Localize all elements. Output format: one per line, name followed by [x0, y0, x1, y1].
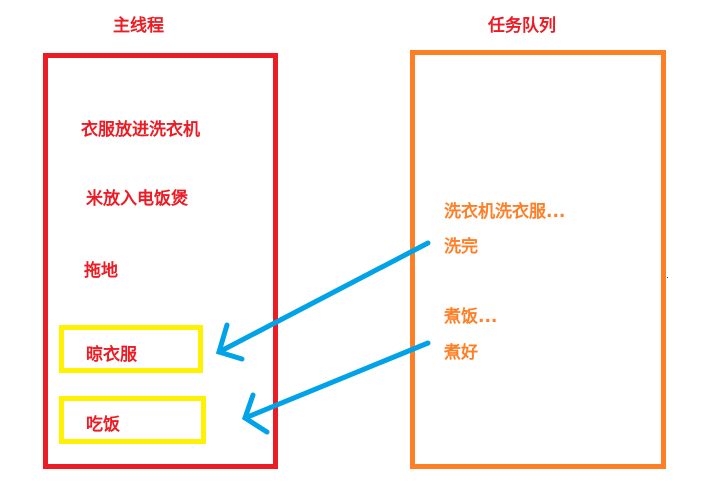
task-queue-box	[410, 50, 666, 469]
arrow-wash-done-to-hang	[215, 240, 431, 362]
queue-item-washing: 洗衣机洗衣服...	[444, 202, 566, 222]
callback-eat: 吃饭	[86, 415, 120, 435]
main-thread-box	[43, 53, 278, 469]
task-queue-title: 任务队列	[488, 16, 556, 36]
queue-item-cook-done: 煮好	[444, 343, 478, 363]
main-thread-title: 主线程	[113, 16, 164, 36]
main-item-rice-in: 米放入电饭煲	[86, 189, 188, 209]
queue-item-cooking: 煮饭...	[444, 307, 498, 327]
main-item-laundry-in: 衣服放进洗衣机	[81, 120, 200, 140]
main-item-mop: 拖地	[84, 261, 118, 281]
callback-box-eat	[59, 396, 206, 444]
callback-hang-clothes: 晾衣服	[86, 345, 137, 365]
arrow-cook-done-to-eat	[241, 340, 431, 435]
stray-dot	[667, 277, 668, 278]
queue-item-wash-done: 洗完	[444, 237, 478, 257]
callback-box-hang-clothes	[59, 325, 203, 373]
